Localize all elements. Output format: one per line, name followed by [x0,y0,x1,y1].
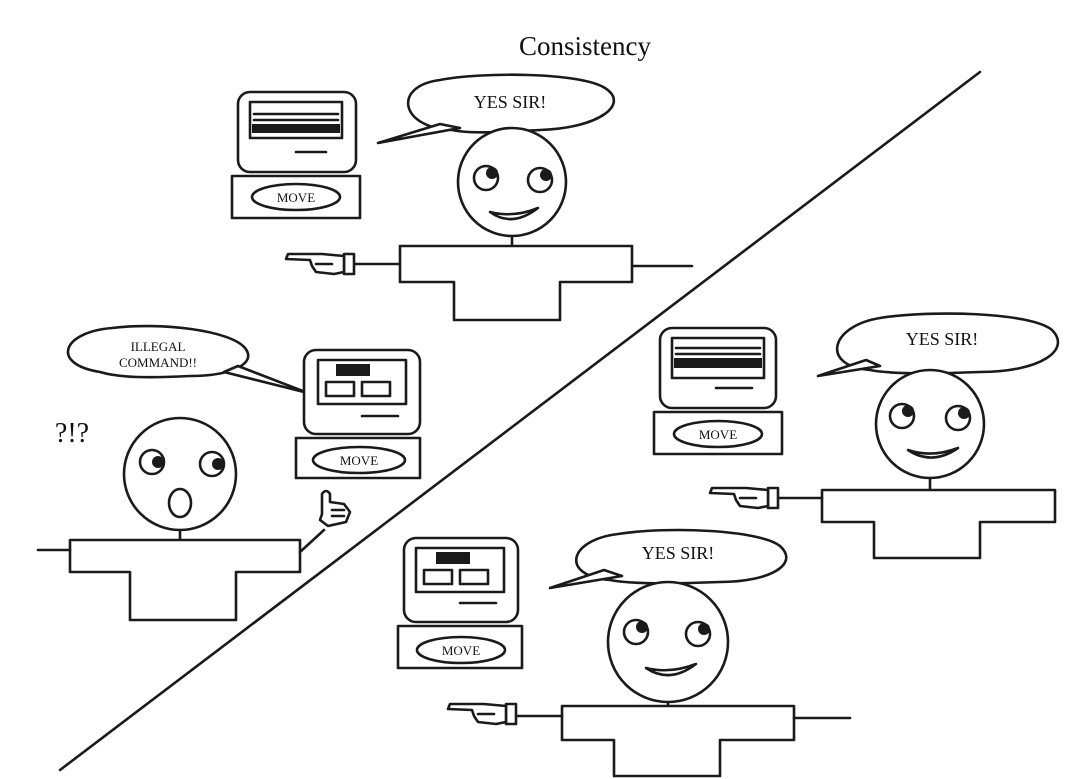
pointing-hand-up-icon [318,489,352,528]
computer-machine-icon: MOVE [396,536,524,670]
happy-person-figure [514,580,852,778]
pointing-hand-icon [284,252,356,276]
speech-text: YES SIR! [474,92,547,112]
happy-person-figure [776,368,1057,560]
computer-machine-icon: MOVE [230,90,362,220]
confusion-marks-text: ?!? [55,418,89,449]
move-button-label: MOVE [699,427,737,442]
computer-machine-icon: MOVE [652,326,784,456]
move-button-label: MOVE [277,190,315,205]
panel-top-center: MOVE YES SIR! [230,73,694,322]
speech-text-line1: ILLEGAL [131,339,186,354]
speech-bubble: ILLEGAL COMMAND!! [66,324,310,395]
move-button-label: MOVE [442,643,480,658]
speech-bubble: YES SIR! [548,528,788,590]
computer-machine-icon: MOVE [294,348,422,480]
speech-text: YES SIR! [906,329,979,349]
confused-person-figure [36,416,326,622]
speech-bubble: YES SIR! [376,73,616,145]
panel-left-middle: ILLEGAL COMMAND!! MOVE ?!? [36,324,422,622]
diagonal-divider-line [58,70,982,772]
page-title: Consistency [519,31,651,61]
speech-text-line2: COMMAND!! [119,355,197,370]
speech-text: YES SIR! [642,543,715,563]
speech-bubble: YES SIR! [816,312,1060,378]
panel-bottom-center: MOVE YES SIR! [396,528,852,778]
happy-person-figure [352,126,694,322]
pointing-hand-icon [708,486,780,510]
pointing-hand-icon [446,702,518,726]
panel-right-middle: MOVE YES SIR! [652,312,1060,560]
move-button-label: MOVE [340,453,378,468]
